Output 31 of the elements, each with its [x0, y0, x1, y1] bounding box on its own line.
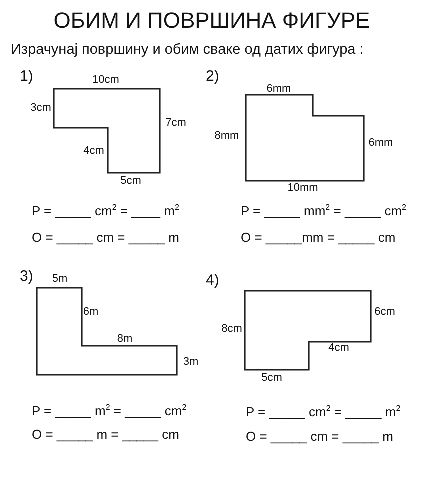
formula-line: O = _____ m = _____ cm [32, 427, 180, 442]
dimension-label: 6mm [368, 137, 394, 149]
dimension-label: 5cm [120, 175, 142, 187]
dimension-label: 6cm [374, 306, 396, 318]
dimension-label: 5m [52, 273, 68, 285]
figure-number: 2) [206, 68, 220, 85]
figure-number: 3) [20, 268, 34, 285]
dimension-label: 8cm [222, 323, 242, 335]
figure-outline [246, 95, 364, 181]
dimension-label: 10cm [92, 74, 120, 86]
figure-number: 1) [20, 68, 34, 85]
dimension-label: 6mm [266, 83, 292, 95]
dimension-label: 8mm [214, 130, 240, 142]
formula-line: O = _____ cm = _____ m [32, 230, 180, 245]
formula-line: O = _____mm = _____ cm [241, 230, 396, 245]
dimension-label: 4cm [328, 342, 350, 354]
figure-outline [245, 291, 371, 370]
dimension-label: 7cm [166, 117, 186, 129]
figure-number: 4) [206, 272, 220, 289]
dimension-label: 3m [183, 356, 199, 368]
formula-line: O = _____ cm = _____ m [246, 429, 394, 444]
dimension-label: 4cm [84, 145, 104, 157]
dimension-label: 10mm [288, 182, 318, 194]
dimension-label: 8m [117, 333, 133, 345]
figure-outline [37, 288, 177, 375]
figure-outline [54, 89, 160, 173]
instruction-text: Израчунај површину и обим сваке од датих фигура : [11, 42, 364, 58]
title: ОБИМ И ПОВРШИНА ФИГУРЕ [54, 8, 370, 34]
dimension-label: 5cm [262, 372, 282, 384]
dimension-label: 3cm [30, 102, 52, 114]
dimension-label: 6m [83, 306, 99, 318]
